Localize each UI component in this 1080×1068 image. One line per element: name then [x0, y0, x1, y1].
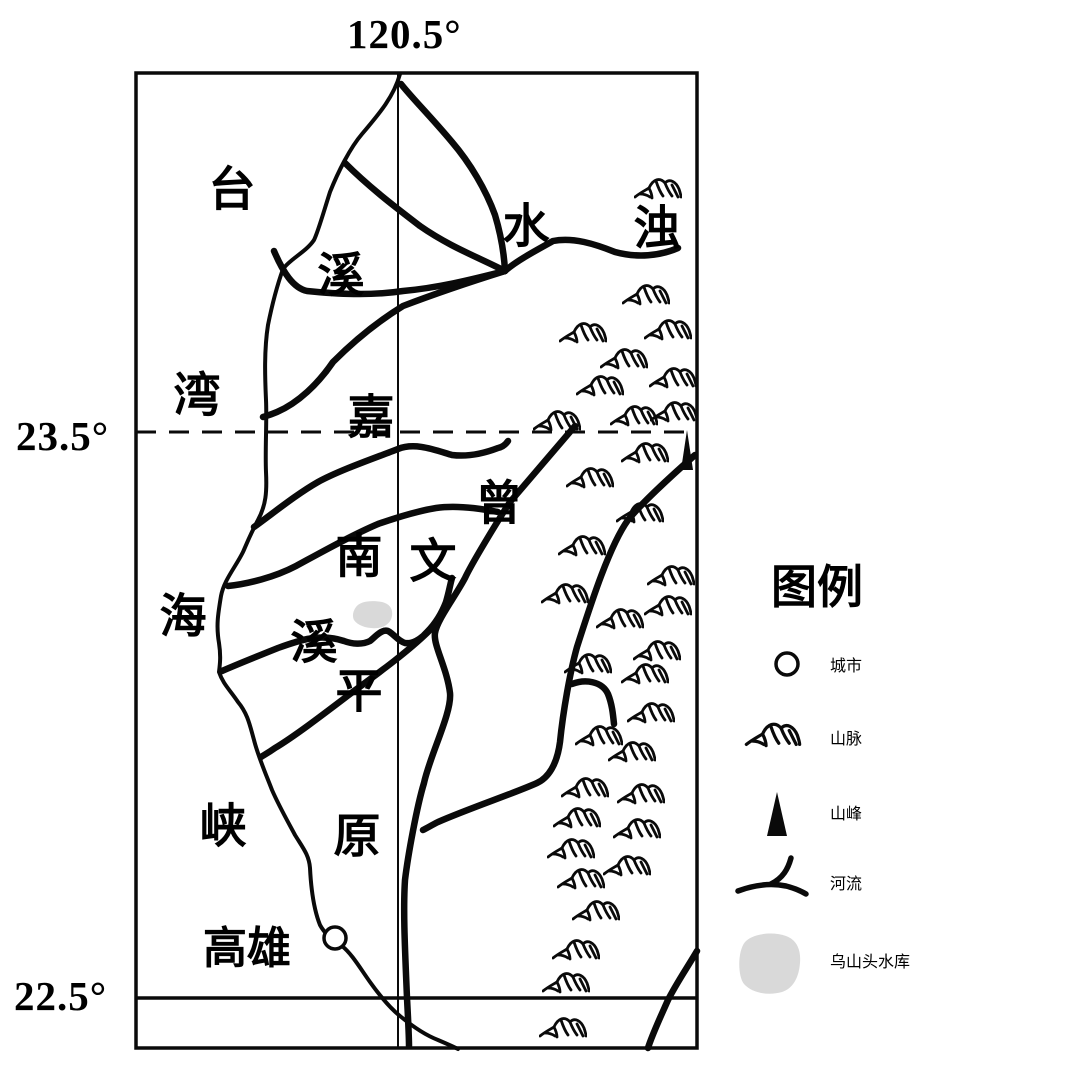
mountain-range-symbol — [614, 820, 660, 838]
river-zhuoshui-main-west — [259, 267, 509, 421]
label-ping-char: 平 — [335, 666, 383, 719]
mountain-range-symbol — [558, 870, 604, 888]
mountain-range-symbol — [634, 642, 680, 660]
mountain-range-symbol — [609, 743, 655, 761]
mountain-range-symbol — [560, 324, 606, 342]
city-marker-kaohsiung — [322, 925, 348, 951]
mountain-range-symbol — [573, 902, 619, 920]
river-plain-3 — [218, 574, 456, 675]
label-wen-char: 文 — [409, 536, 457, 589]
label-xia-char: 峡 — [199, 801, 247, 854]
river-east-branch-stub — [568, 678, 618, 728]
mountain-range-symbol — [604, 857, 650, 875]
mountain-range-symbol — [650, 369, 696, 387]
mountain-range-symbol — [562, 779, 608, 797]
map-frame — [134, 71, 699, 1050]
label-xi-char-2: 溪 — [290, 617, 338, 670]
mountain-range-symbol — [611, 407, 657, 425]
mountain-range-symbol — [622, 665, 668, 683]
label-hai-char: 海 — [159, 591, 207, 644]
mountain-range-symbol — [618, 785, 664, 803]
longitude-label: 120.5° — [347, 11, 462, 57]
mountain-range-symbol — [597, 610, 643, 628]
river-zhuoshui-branch-north — [341, 159, 509, 275]
mountain-range-symbol — [648, 567, 694, 585]
mountain-range-symbol — [553, 941, 599, 959]
river-southeast — [644, 947, 701, 1052]
mountain-range-symbol — [567, 469, 613, 487]
mountain-range-symbol — [577, 377, 623, 395]
mountain-range-symbol — [543, 974, 589, 992]
label-nan-char: 南 — [335, 531, 383, 584]
mountain-range-symbol — [623, 286, 669, 304]
river-zengwen-main — [400, 422, 579, 1050]
mountain-range-symbol — [601, 350, 647, 368]
mountain-range-symbol — [628, 704, 674, 722]
label-wan-char: 湾 — [173, 370, 221, 423]
label-yuan-char: 原 — [333, 811, 381, 864]
latitude-label-23-5: 23.5° — [16, 413, 110, 459]
mountain-range-symbol — [554, 809, 600, 827]
latitude-label-22-5: 22.5° — [14, 973, 108, 1019]
mountain-peak-symbol — [681, 430, 693, 470]
label-shui-char: 水 — [502, 201, 550, 254]
mountain-range-symbol — [559, 537, 605, 555]
label-taiwan-char: 台 — [208, 164, 256, 217]
river-plain-2 — [224, 503, 502, 590]
mountain-range-symbol — [540, 1019, 586, 1037]
mountain-range-symbol — [542, 585, 588, 603]
river-zhuoshui-main-east — [501, 236, 682, 275]
mountain-range-symbol — [645, 597, 691, 615]
river-plain-4 — [257, 626, 434, 761]
mountain-range-symbol — [548, 840, 594, 858]
label-gaoxiong: 高雄 — [203, 924, 291, 973]
wushantou-reservoir-shape — [352, 601, 393, 629]
label-zeng-char: 曾 — [475, 478, 523, 531]
label-jia-char: 嘉 — [347, 392, 395, 445]
label-zhuo-char: 浊 — [633, 203, 681, 256]
mountain-range-symbol — [645, 321, 691, 339]
river-zhuoshui-upper — [397, 80, 509, 275]
mountain-range-symbol — [622, 444, 668, 462]
mountain-range-symbol — [651, 403, 697, 421]
mountain-range-symbol — [576, 727, 622, 745]
river-zhuoshui-branch-west — [270, 247, 509, 298]
river-plain-1 — [250, 437, 512, 531]
label-xi-char-1: 溪 — [317, 250, 365, 303]
